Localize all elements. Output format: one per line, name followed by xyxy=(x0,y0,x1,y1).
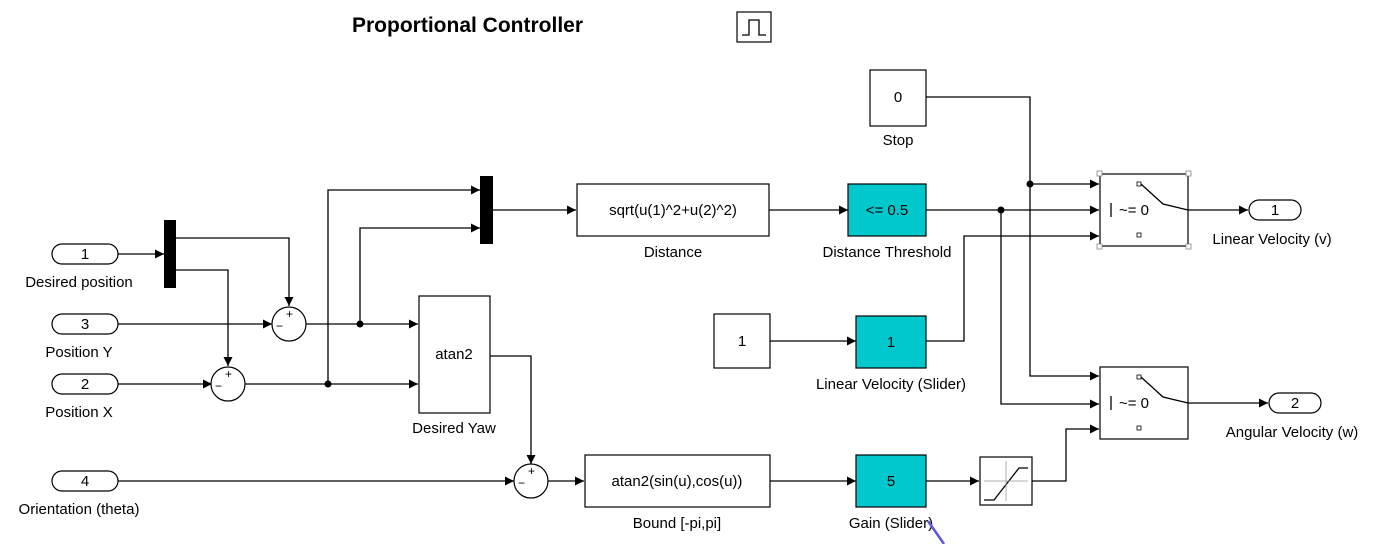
distance-threshold-block[interactable]: <= 0.5 xyxy=(847,183,927,237)
inport-number: 3 xyxy=(81,316,89,333)
outport-angular-velocity[interactable]: 2 xyxy=(1268,392,1322,414)
inport-label: Position Y xyxy=(45,344,112,361)
sum-sign: + xyxy=(286,307,293,321)
gain-slider-label: Gain (Slider) xyxy=(849,515,933,532)
distance-threshold-value: <= 0.5 xyxy=(866,202,909,219)
junction-dot xyxy=(324,380,332,388)
junction-dot xyxy=(1026,180,1034,188)
desired-yaw-label: Desired Yaw xyxy=(412,420,496,437)
desired-yaw-block[interactable]: atan2 xyxy=(418,295,491,414)
bound-block[interactable]: atan2(sin(u),cos(u)) xyxy=(584,454,771,508)
stop-constant-block[interactable]: 0 xyxy=(869,69,927,127)
sum-block-x[interactable]: + − xyxy=(210,366,246,402)
linear-velocity-slider-label: Linear Velocity (Slider) xyxy=(816,376,966,393)
outport-linear-velocity[interactable]: 1 xyxy=(1248,199,1302,221)
sum-sign: + xyxy=(528,464,535,478)
sum-sign: − xyxy=(215,379,222,393)
switch-2-criteria: ~= 0 xyxy=(1119,395,1149,412)
pulse-generator-icon[interactable] xyxy=(736,11,772,43)
outport-label: Linear Velocity (v) xyxy=(1212,231,1331,248)
inport-orientation[interactable]: 4 xyxy=(51,470,119,492)
switch-icon[interactable] xyxy=(1099,366,1189,440)
annotation-stroke xyxy=(926,520,946,545)
inport-number: 1 xyxy=(81,246,89,263)
gain-slider-block[interactable]: 5 xyxy=(855,454,927,508)
sum-sign: + xyxy=(225,367,232,381)
junction-dot xyxy=(356,320,364,328)
desired-yaw-expr: atan2 xyxy=(435,346,473,363)
linear-velocity-slider-block[interactable]: 1 xyxy=(855,315,927,369)
switch-icon[interactable] xyxy=(1096,170,1192,250)
distance-expr: sqrt(u(1)^2+u(2)^2) xyxy=(609,202,737,219)
inport-number: 2 xyxy=(81,376,89,393)
sum-sign: − xyxy=(518,476,525,490)
sum-block-y[interactable]: + − xyxy=(271,306,307,342)
inport-position-x[interactable]: 2 xyxy=(51,373,119,395)
stop-value: 0 xyxy=(894,89,902,106)
inport-label: Orientation (theta) xyxy=(19,501,140,518)
inport-label: Desired position xyxy=(25,274,133,291)
outport-number: 2 xyxy=(1291,395,1299,412)
stop-label: Stop xyxy=(883,132,914,149)
mux-bar-icon[interactable] xyxy=(164,220,176,288)
junction-dot xyxy=(997,206,1005,214)
distance-label: Distance xyxy=(644,244,702,261)
constant-one-value: 1 xyxy=(738,333,746,350)
distance-block[interactable]: sqrt(u(1)^2+u(2)^2) xyxy=(576,183,770,237)
bound-label: Bound [-pi,pi] xyxy=(633,515,721,532)
gain-slider-value: 5 xyxy=(887,473,895,490)
outport-number: 1 xyxy=(1271,202,1279,219)
switch-1-criteria: ~= 0 xyxy=(1119,202,1149,219)
sum-sign: − xyxy=(276,319,283,333)
inport-desired-position[interactable]: 1 xyxy=(51,243,119,265)
sum-block-yaw[interactable]: + − xyxy=(513,463,549,499)
outport-label: Angular Velocity (w) xyxy=(1226,424,1359,441)
inport-label: Position X xyxy=(45,404,113,421)
distance-threshold-label: Distance Threshold xyxy=(823,244,952,261)
inport-number: 4 xyxy=(81,473,89,490)
bound-expr: atan2(sin(u),cos(u)) xyxy=(612,473,743,490)
saturation-icon[interactable] xyxy=(979,456,1033,506)
mux-bar-icon[interactable] xyxy=(480,176,493,244)
constant-one-block[interactable]: 1 xyxy=(713,313,771,369)
diagram-title: Proportional Controller xyxy=(352,14,583,37)
inport-position-y[interactable]: 3 xyxy=(51,313,119,335)
linear-velocity-slider-value: 1 xyxy=(887,334,895,351)
